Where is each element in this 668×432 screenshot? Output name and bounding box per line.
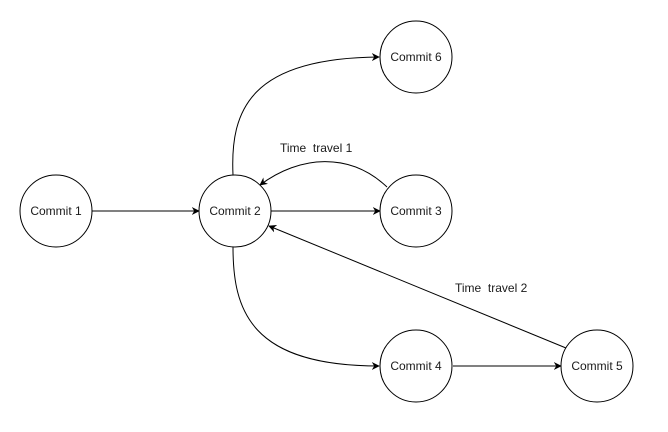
edge-time-travel-1 (259, 161, 388, 188)
node-commit-1-label: Commit 1 (30, 204, 82, 218)
time-travel-2-label: Time travel 2 (455, 281, 528, 295)
node-commit-4-label: Commit 4 (390, 359, 442, 373)
node-commit-3: Commit 3 (379, 174, 453, 248)
node-commit-5-label: Commit 5 (571, 359, 623, 373)
edges (92, 53, 567, 370)
node-commit-6: Commit 6 (379, 20, 453, 94)
node-commit-5: Commit 5 (560, 329, 634, 403)
node-commit-2-label: Commit 2 (209, 204, 261, 218)
edge-time-travel-2 (268, 225, 567, 349)
edge-commit2-to-commit4 (232, 246, 380, 370)
node-commit-6-label: Commit 6 (390, 50, 442, 64)
time-travel-1-label: Time travel 1 (280, 141, 353, 155)
edge-commit2-to-commit6 (232, 53, 380, 176)
node-commit-4: Commit 4 (379, 329, 453, 403)
node-commit-2: Commit 2 (198, 174, 272, 248)
node-commit-1: Commit 1 (19, 174, 93, 248)
node-commit-3-label: Commit 3 (390, 204, 442, 218)
